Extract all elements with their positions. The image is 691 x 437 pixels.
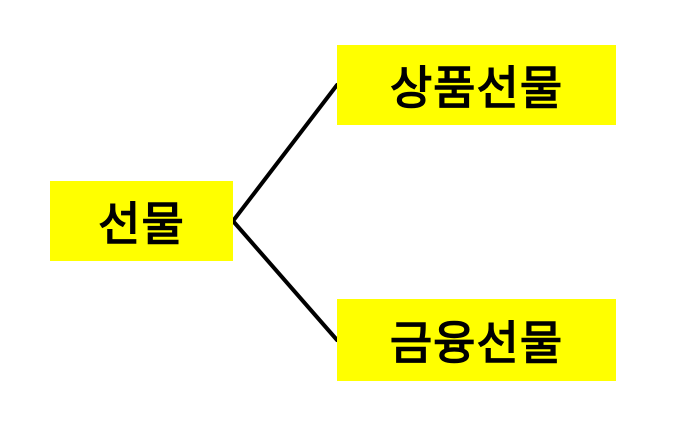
child-node-label: 금융선물: [389, 316, 564, 370]
connector-to-commodity-futures: [231, 83, 339, 223]
child-node-commodity-futures: 상품선물: [337, 45, 616, 125]
root-node-label: 선물: [98, 197, 185, 251]
child-node-financial-futures: 금융선물: [337, 299, 616, 381]
child-node-label: 상품선물: [389, 61, 564, 115]
connector-to-financial-futures: [231, 219, 339, 342]
root-node-futures: 선물: [50, 181, 233, 261]
